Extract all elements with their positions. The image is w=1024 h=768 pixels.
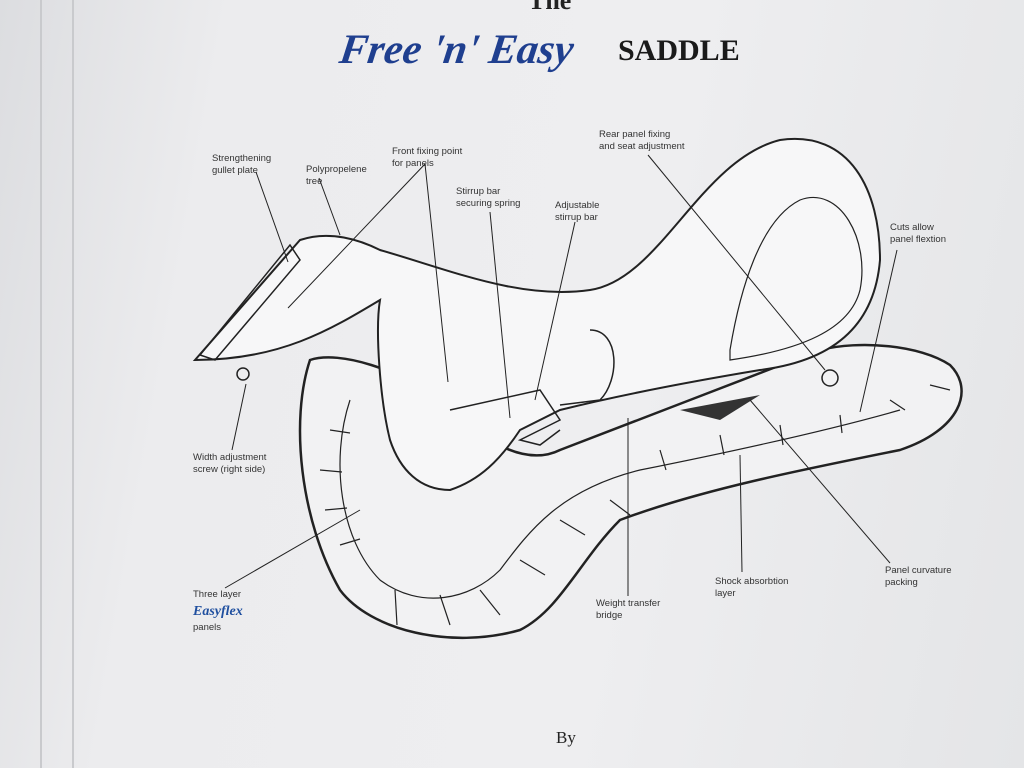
label-packing: Panel curvature packing <box>885 565 952 588</box>
label-tree: Polypropelene tree <box>306 164 367 187</box>
label-stirrup-bar: Adjustable stirrup bar <box>555 200 600 223</box>
label-bridge: Weight transfer bridge <box>596 598 661 621</box>
title-prefix: The <box>528 0 572 15</box>
label-panels-brand: Easyflex <box>193 604 243 619</box>
label-shock: Shock absorbtion layer <box>715 576 789 599</box>
page-edge <box>72 0 74 768</box>
leader-lines <box>224 154 898 596</box>
label-spring: Stirrup bar securing spring <box>456 186 521 209</box>
label-front-fixing: Front fixing point for panels <box>392 146 463 169</box>
label-gullet-plate: Strengthening gullet plate <box>212 153 272 176</box>
author-by: By <box>556 728 576 747</box>
label-cuts: Cuts allow panel flextion <box>890 222 946 245</box>
gullet-plate <box>198 243 301 361</box>
panel-outline <box>298 343 963 640</box>
title-suffix: SADDLE <box>618 34 740 67</box>
rear-fixing-bolt <box>821 369 839 387</box>
panel-cuts <box>319 384 951 626</box>
seat-cantle-inner <box>729 197 863 361</box>
label-width-screw: Width adjustment screw (right side) <box>193 452 267 475</box>
label-rear-fixing: Rear panel fixing and seat adjustment <box>599 129 685 152</box>
label-panels-bottom: panels <box>193 622 221 633</box>
curvature-packing <box>680 395 760 420</box>
seat-outline <box>192 137 882 492</box>
stirrup-bar <box>449 329 615 446</box>
label-panels-top: Three layer <box>193 589 242 600</box>
width-screw <box>236 367 250 381</box>
panel-inner <box>339 399 901 599</box>
page-edge <box>40 0 42 768</box>
